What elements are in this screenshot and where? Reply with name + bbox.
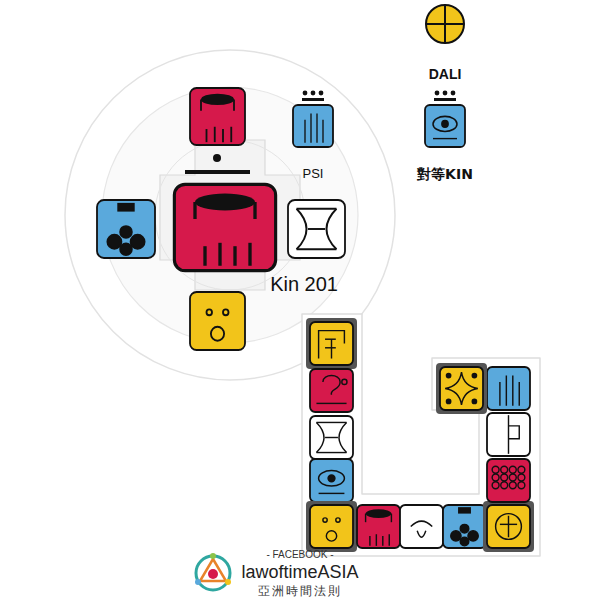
wavespell-glyph (310, 369, 353, 412)
wavespell-glyph (436, 363, 487, 414)
center-ring (155, 140, 305, 290)
caption-text: DALI (429, 66, 462, 82)
destiny-glyph (175, 185, 275, 270)
kin-caption: Kin 201 (170, 150, 338, 296)
tone-number (434, 91, 456, 101)
tile-frame (483, 501, 534, 552)
tone-number (302, 91, 324, 101)
wavespell-glyph (487, 367, 530, 410)
wavespell-glyph (443, 505, 486, 548)
equal-kin-glyph (425, 105, 465, 147)
dali-symbol (426, 5, 464, 43)
tile-frame (306, 501, 357, 552)
brand-subtitle: 亞洲時間法則 (240, 583, 360, 600)
occult-glyph (190, 292, 245, 350)
equal-kin-caption: 對等KIN (400, 152, 490, 182)
wavespell-glyph (487, 413, 530, 456)
tone-number (213, 154, 221, 162)
tone-bar (185, 170, 250, 174)
brand-name: lawoftimeASIA (236, 562, 364, 583)
cross-outline (160, 140, 300, 290)
logo-icon (195, 553, 231, 590)
tile-shadow (174, 184, 276, 271)
caption-text: PSI (303, 167, 324, 182)
wavespell-glyph (400, 505, 443, 548)
antipode-glyph (97, 200, 155, 258)
guide-glyph (190, 88, 245, 145)
outer-ring (65, 50, 395, 380)
caption-text: Kin 201 (270, 273, 338, 296)
wavespell-panel (302, 314, 540, 556)
tile-frame (306, 318, 357, 369)
facebook-label: - FACEBOOK - (245, 549, 355, 560)
caption-text: 對等KIN (417, 166, 473, 182)
tile-frame (436, 363, 487, 414)
wavespell-glyph (306, 501, 357, 552)
wavespell-glyph (483, 501, 534, 552)
wavespell-glyph (357, 505, 400, 548)
analog-glyph (288, 200, 345, 258)
psi-glyph (293, 105, 333, 147)
wavespell-glyph (310, 416, 353, 459)
wavespell-glyph (487, 459, 530, 502)
dali-caption: DALI (405, 46, 485, 82)
wavespell-glyph (310, 459, 353, 502)
psi-caption: PSI (283, 152, 343, 182)
wavespell-glyph (306, 318, 357, 369)
